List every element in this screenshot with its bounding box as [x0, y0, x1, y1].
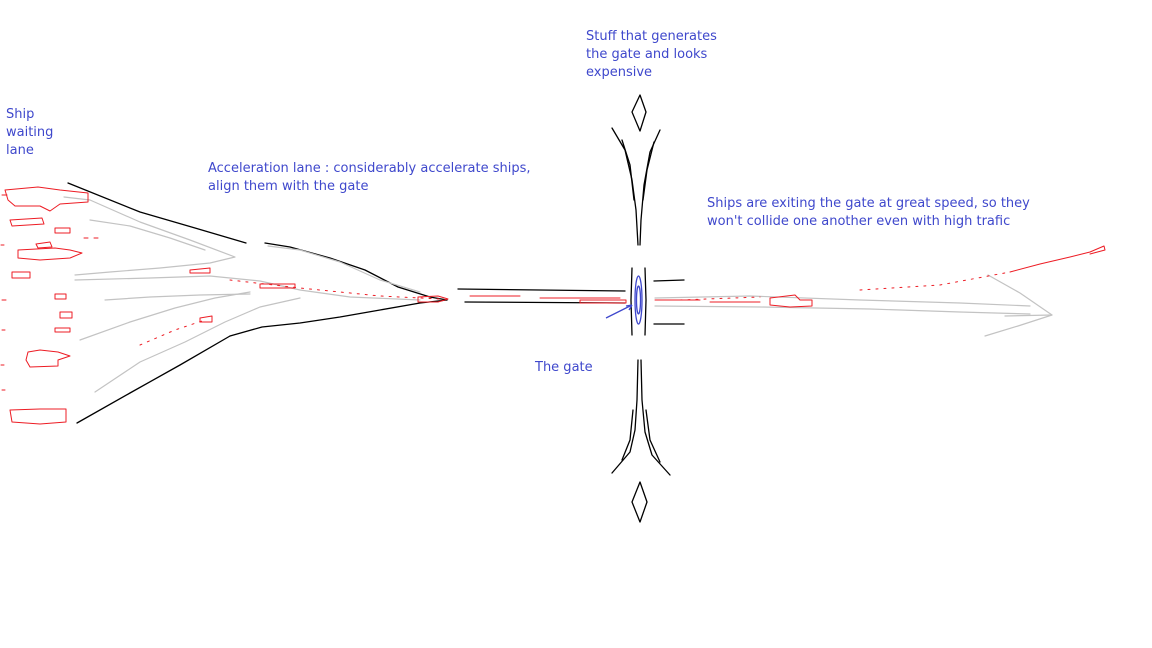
acceleration-funnel [67, 182, 448, 424]
exiting-ships [654, 245, 1106, 308]
label-exit: Ships are exiting the gate at great spee… [707, 196, 1030, 229]
gate-tube [457, 279, 685, 325]
label-gate-generator: Stuff that generates the gate and looks … [586, 29, 717, 80]
exit-arrow [654, 274, 1053, 337]
label-ship-waiting-lane: Ship waiting lane [6, 107, 54, 158]
gate-generator-top [611, 94, 661, 246]
label-the-gate: The gate [535, 360, 593, 375]
waiting-ships [0, 186, 296, 425]
label-acceleration-lane: Acceleration lane : considerably acceler… [208, 161, 531, 194]
gate [605, 267, 647, 336]
gate-generator-bottom [611, 359, 671, 523]
streaming-ships [139, 279, 627, 346]
flow-lines-left [63, 196, 421, 393]
